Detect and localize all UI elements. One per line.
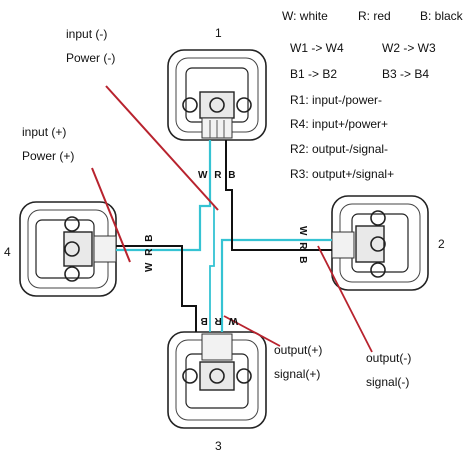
load-cell-3: [167, 331, 267, 429]
legend-red: R: red: [358, 9, 391, 23]
legend-r4: R4: input+/power+: [290, 117, 388, 131]
label-output-minus: output(-): [366, 351, 411, 365]
wire-code-cell-4: W R B: [144, 233, 155, 272]
legend-pair-w2-w3: W2 -> W3: [382, 41, 436, 55]
label-input-plus: input (+): [22, 125, 66, 139]
legend-black: B: black: [420, 9, 464, 23]
legend-white: W: white: [282, 9, 328, 23]
legend-pair-b1-b2: B1 -> B2: [290, 67, 337, 81]
white-wire-2-3: [220, 238, 332, 332]
label-input-minus: input (-): [66, 27, 107, 41]
cell-number-4: 4: [4, 245, 11, 259]
black-wire-1-2: [225, 140, 332, 251]
wire-code-cell-2: W R B: [297, 226, 308, 265]
legend-r2: R2: output-/signal-: [290, 142, 388, 156]
legend: W: white R: red B: black W1 -> W4 W2 -> …: [282, 9, 464, 181]
cell-number-3: 3: [215, 439, 222, 453]
label-power-minus: Power (-): [66, 51, 115, 65]
legend-r1: R1: input-/power-: [290, 93, 382, 107]
label-output-plus: output(+): [274, 343, 322, 357]
label-power-plus: Power (+): [22, 149, 74, 163]
load-cell-2: [331, 195, 429, 291]
legend-pair-w1-w4: W1 -> W4: [290, 41, 344, 55]
legend-r3: R3: output+/signal+: [290, 167, 394, 181]
label-signal-plus: signal(+): [274, 367, 320, 381]
red-wire-cell1-input-minus: [105, 85, 219, 211]
white-wire-join: [209, 206, 215, 332]
cell-number-2: 2: [438, 237, 445, 251]
white-wire-1-4: [116, 140, 212, 252]
wire-code-cell-3: W R B: [199, 315, 238, 326]
load-cell-4: [19, 201, 117, 297]
label-signal-minus: signal(-): [366, 375, 409, 389]
red-wire-cell3-output-plus: [223, 315, 281, 347]
black-wire-3-4: [116, 245, 197, 332]
cell-number-1: 1: [215, 26, 222, 40]
load-cell-1: [167, 49, 267, 141]
legend-pair-b3-b4: B3 -> B4: [382, 67, 429, 81]
red-wire-cell2-output-minus: [317, 245, 373, 353]
red-wire-cell4-input-plus: [91, 167, 131, 263]
wire-code-cell-1: W R B: [198, 170, 237, 181]
